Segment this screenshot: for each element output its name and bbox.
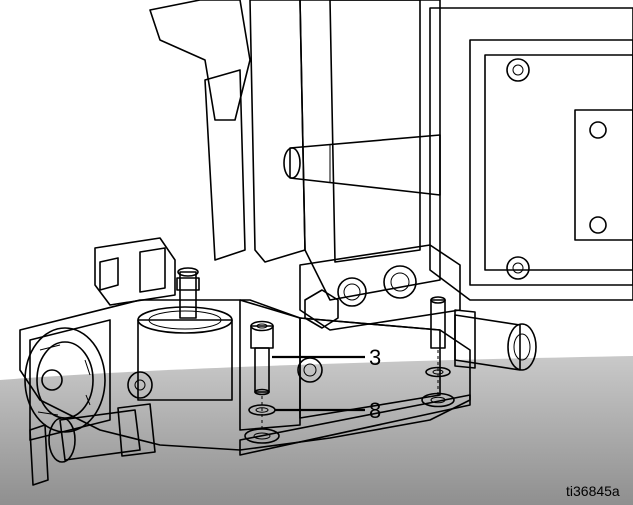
pressure-knob [24,319,111,441]
front-boss [127,371,153,399]
callout-3-label: 3 [369,345,381,370]
pump-frame [429,7,633,301]
base-mount-hole-right [421,392,455,408]
cylinder-housing [137,306,233,401]
figure-id: ti36845a [566,483,620,499]
cap-screw-right [430,296,446,349]
outlet-fitting [454,309,537,371]
electrical-connector [94,237,176,306]
mounting-frame [149,0,441,301]
cap-screw-3 [250,320,274,396]
left-stud [176,267,200,319]
callout-8-label: 8 [369,398,381,423]
base-mount-hole-left [244,428,280,444]
drive-shaft [283,134,441,196]
pump-base-manifold [19,299,471,456]
floor-surface [0,356,633,505]
inlet-fitting [29,403,156,486]
